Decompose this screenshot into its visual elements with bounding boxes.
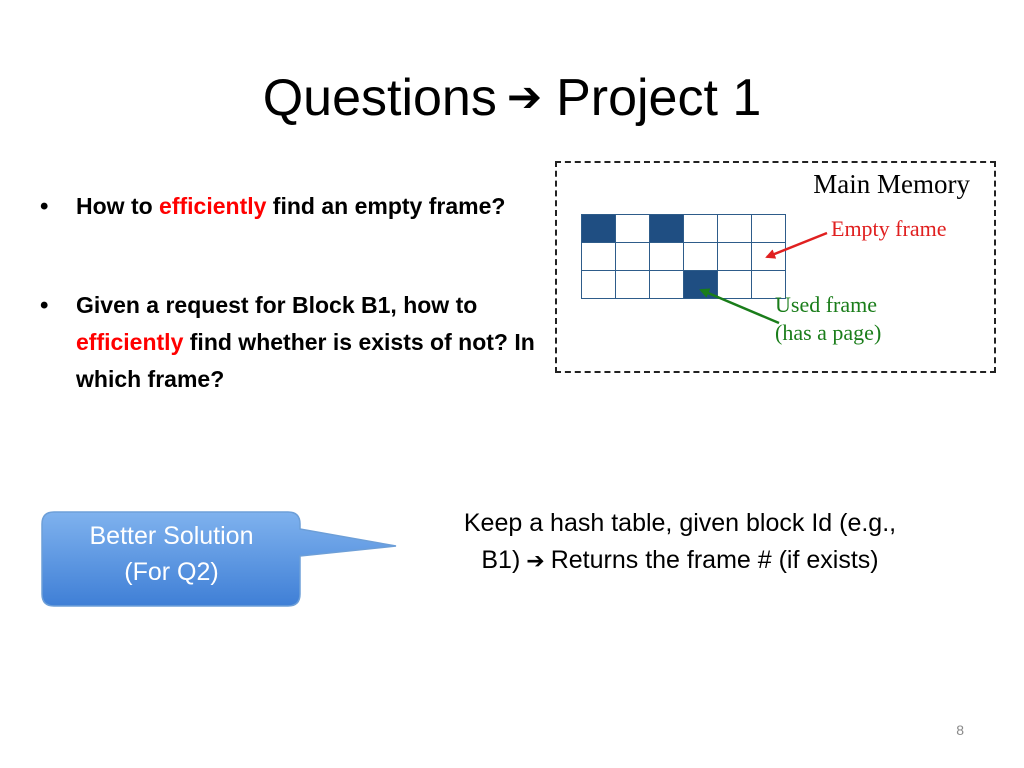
empty-frame-cell <box>718 271 752 299</box>
empty-frame-cell <box>616 243 650 271</box>
empty-frame-cell <box>650 243 684 271</box>
bullet-icon: • <box>40 292 49 319</box>
empty-frame-cell <box>684 243 718 271</box>
empty-frame-cell <box>650 271 684 299</box>
slide-title: Questions➔ Project 1 <box>0 62 1024 137</box>
callout-line2: (For Q2) <box>124 558 219 586</box>
used-frame-label-line2: (has a page) <box>775 320 882 345</box>
title-left: Questions <box>262 69 497 127</box>
bullet-item: • Given a request for Block B1, how to e… <box>40 287 550 398</box>
memory-title: Main Memory <box>813 169 970 199</box>
used-frame-label: Used frame (has a page) <box>775 291 881 347</box>
empty-frame-label: Empty frame <box>831 216 947 241</box>
frame-arrows <box>699 231 828 325</box>
title-right: Project 1 <box>556 69 762 127</box>
right-arrow-icon: ➔ <box>506 73 543 120</box>
bullet-list: • How to efficiently find an empty frame… <box>40 188 550 460</box>
main-memory-diagram: Main Memory Empty frame Used frame (has … <box>555 161 996 373</box>
empty-frame-arrow <box>765 231 828 259</box>
bullet-text-after: find whether is exists of not? In which … <box>76 329 535 392</box>
used-frame-cell <box>582 215 616 243</box>
callout-text: Better Solution (For Q2) <box>44 518 299 590</box>
empty-frame-cell <box>752 271 786 299</box>
used-frame-arrow <box>699 288 780 325</box>
callout-line1: Better Solution <box>89 522 254 550</box>
bullet-emphasis: efficiently <box>76 329 184 355</box>
used-frame-label-line1: Used frame <box>775 292 878 317</box>
right-arrow-icon: ➔ <box>526 548 545 573</box>
empty-frame-cell <box>616 215 650 243</box>
empty-frame-cell <box>718 243 752 271</box>
empty-frame-cell <box>718 215 752 243</box>
empty-frame-cell <box>616 271 650 299</box>
answer-text: Keep a hash table, given block Id (e.g.,… <box>400 505 960 579</box>
answer-line2-after: Returns the frame # (if exists) <box>550 546 879 574</box>
answer-line1: Keep a hash table, given block Id (e.g., <box>463 509 897 537</box>
used-frame-cell <box>650 215 684 243</box>
empty-frame-cell <box>684 215 718 243</box>
page-number: 8 <box>956 722 964 738</box>
bullet-icon: • <box>40 193 49 220</box>
bullet-emphasis: efficiently <box>159 193 267 219</box>
empty-frame-cell <box>752 215 786 243</box>
empty-frame-cell <box>582 243 616 271</box>
empty-frame-cell <box>582 271 616 299</box>
bullet-item: • How to efficiently find an empty frame… <box>40 188 550 225</box>
bullet-text-before: Given a request for Block B1, how to <box>76 292 478 318</box>
bullet-text-after: find an empty frame? <box>266 193 506 219</box>
answer-line2: B1)➔Returns the frame # (if exists) <box>400 542 960 579</box>
bullet-text-before: How to <box>76 193 160 219</box>
answer-line2-before: B1) <box>481 546 521 574</box>
frame-grid <box>581 214 786 299</box>
